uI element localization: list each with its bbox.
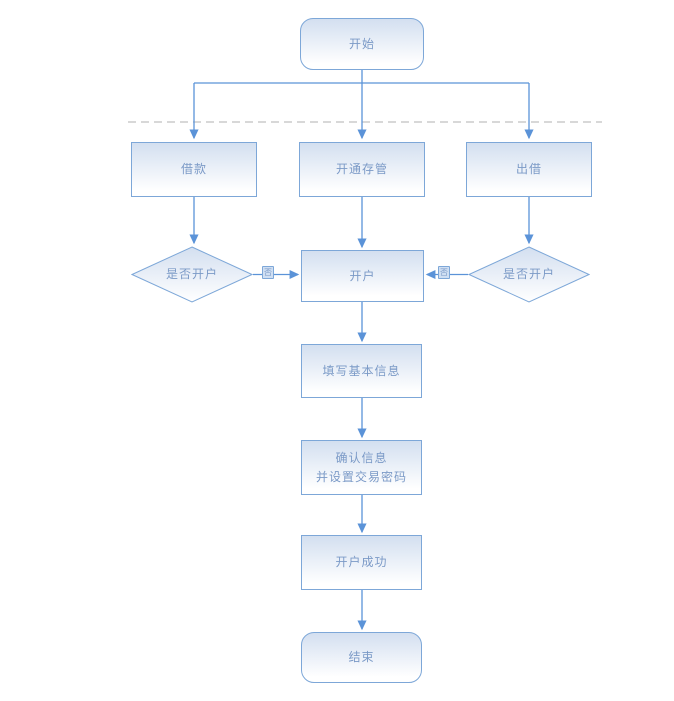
node-end-label: 结束 <box>348 650 375 665</box>
node-borrow[interactable]: 借款 <box>131 142 257 197</box>
diamond-shape <box>468 246 590 303</box>
node-lend[interactable]: 出借 <box>466 142 592 197</box>
node-decision-left[interactable]: 是否开户 <box>131 246 253 303</box>
node-confirm-info-label: 确认信息 并设置交易密码 <box>315 450 407 484</box>
node-decision-right-label: 是否开户 <box>502 267 555 282</box>
node-open-account-label: 开户 <box>349 268 376 283</box>
node-start-label: 开始 <box>348 36 375 51</box>
node-fill-basic-info[interactable]: 填写基本信息 <box>301 344 422 398</box>
node-fill-basic-info-label: 填写基本信息 <box>322 363 401 378</box>
node-start[interactable]: 开始 <box>300 18 424 70</box>
node-confirm-info[interactable]: 确认信息 并设置交易密码 <box>301 440 422 495</box>
edge-label-no-right: 否 <box>438 266 450 279</box>
node-borrow-label: 借款 <box>180 162 207 177</box>
node-open-custody-label: 开通存管 <box>335 162 388 177</box>
node-open-account[interactable]: 开户 <box>301 250 424 302</box>
node-decision-left-label: 是否开户 <box>165 267 218 282</box>
node-open-custody[interactable]: 开通存管 <box>299 142 425 197</box>
node-lend-label: 出借 <box>515 162 542 177</box>
node-decision-right[interactable]: 是否开户 <box>468 246 590 303</box>
node-open-success-label: 开户成功 <box>335 555 388 570</box>
diamond-shape <box>131 246 253 303</box>
node-open-success[interactable]: 开户成功 <box>301 535 422 590</box>
edge-label-no-left: 否 <box>262 266 274 279</box>
node-end[interactable]: 结束 <box>301 632 422 683</box>
